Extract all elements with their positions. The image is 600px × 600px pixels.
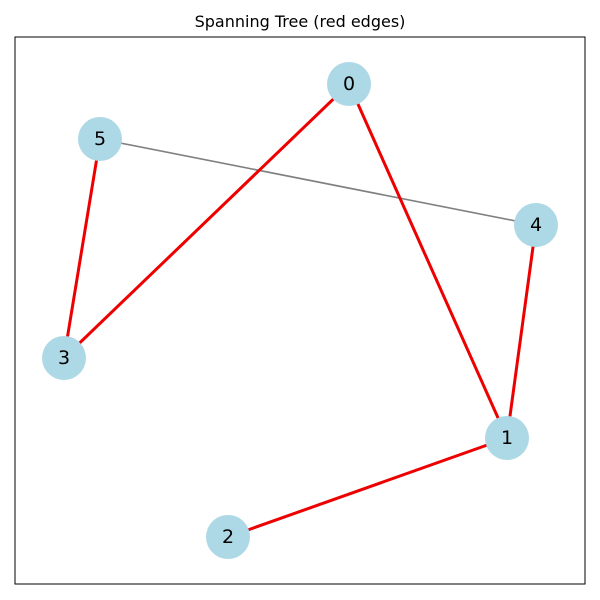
tree-edge-5-3 — [62, 138, 102, 359]
node-2: 2 — [206, 515, 250, 559]
edge-5-4 — [99, 138, 537, 226]
node-circle-4 — [514, 203, 558, 247]
nodes-layer: 0 1 2 3 4 5 — [42, 62, 558, 559]
node-5: 5 — [78, 117, 122, 161]
node-label-0: 0 — [343, 73, 355, 95]
tree-edge-1-2 — [227, 436, 508, 539]
node-label-2: 2 — [222, 526, 234, 548]
node-3: 3 — [42, 336, 86, 380]
edges-layer — [62, 82, 538, 539]
node-circle-3 — [42, 336, 86, 380]
node-circle-5 — [78, 117, 122, 161]
node-label-1: 1 — [501, 427, 513, 449]
tree-edge-4-1 — [505, 224, 538, 439]
chart-title: Spanning Tree (red edges) — [194, 12, 406, 31]
node-label-5: 5 — [94, 128, 106, 150]
tree-edge-0-1 — [347, 83, 509, 439]
node-0: 0 — [327, 62, 371, 106]
node-circle-1 — [485, 416, 529, 460]
node-circle-0 — [327, 62, 371, 106]
node-label-4: 4 — [530, 214, 542, 236]
node-1: 1 — [485, 416, 529, 460]
node-circle-2 — [206, 515, 250, 559]
node-4: 4 — [514, 203, 558, 247]
node-label-3: 3 — [58, 347, 70, 369]
tree-edge-0-3 — [62, 82, 351, 360]
plot-frame — [14, 36, 586, 585]
